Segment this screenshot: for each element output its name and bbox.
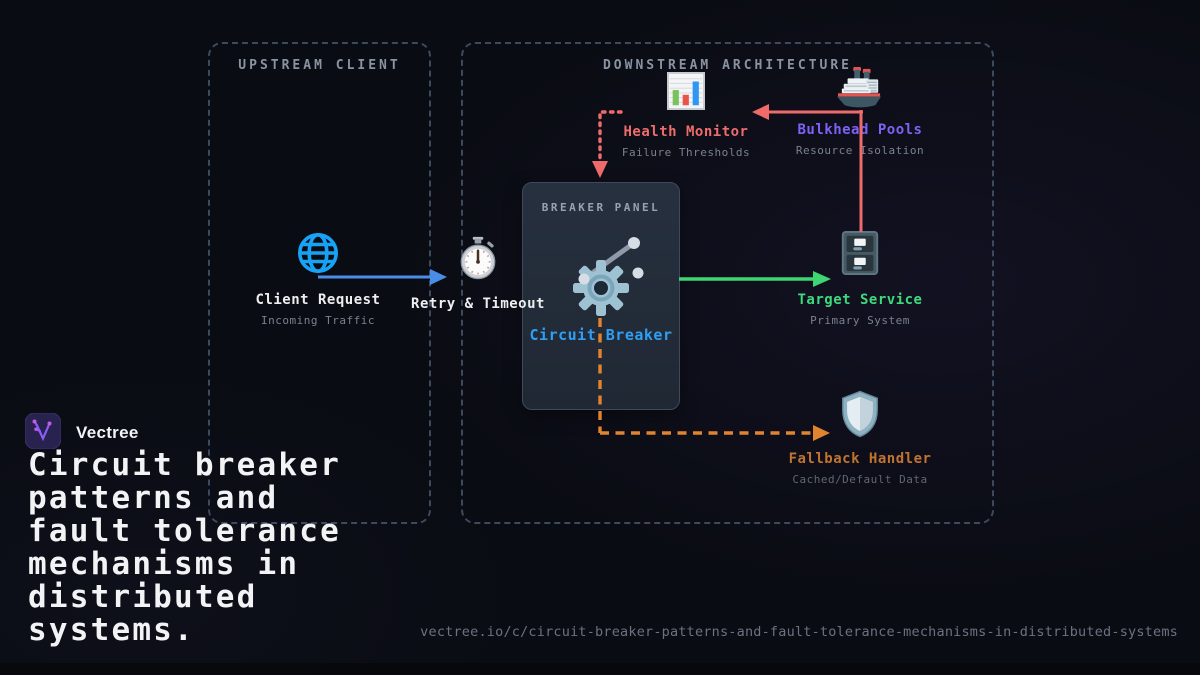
node-title-circuit-breaker: Circuit Breaker <box>529 326 673 344</box>
brand-name: Vectree <box>76 423 139 442</box>
bar-chart-icon <box>667 72 705 110</box>
node-title: Health Monitor <box>623 124 749 140</box>
node-subtitle: Cached/Default Data <box>792 473 928 486</box>
shield-icon <box>838 390 882 438</box>
node-title: Fallback Handler <box>788 451 932 467</box>
node-client-request: Client Request Incoming Traffic <box>218 230 418 327</box>
breaker-switch-icon <box>555 229 647 323</box>
node-subtitle: Failure Thresholds <box>621 146 751 159</box>
brand: Vectree <box>24 412 139 453</box>
node-target-service: Target Service Primary System <box>770 230 950 327</box>
node-subtitle: Resource Isolation <box>795 144 925 157</box>
node-bulkhead-pools: Bulkhead Pools Resource Isolation <box>770 66 950 157</box>
node-subtitle: Primary System <box>810 314 910 327</box>
file-cabinet-icon <box>838 230 882 276</box>
vectree-logo-icon <box>24 412 62 453</box>
node-title: Bulkhead Pools <box>797 122 923 138</box>
footer-url: vectree.io/c/circuit-breaker-patterns-an… <box>420 624 1178 640</box>
node-subtitle: Incoming Traffic <box>261 314 375 327</box>
node-retry-timeout: Retry & Timeout <box>398 236 558 312</box>
group-upstream-label: UPSTREAM CLIENT <box>238 58 401 73</box>
group-downstream-label: DOWNSTREAM ARCHITECTURE <box>602 58 852 73</box>
node-fallback-handler: Fallback Handler Cached/Default Data <box>760 390 960 486</box>
node-title: Target Service <box>797 292 923 308</box>
node-title: Client Request <box>255 292 381 308</box>
ship-icon <box>834 66 886 110</box>
node-health-monitor: Health Monitor Failure Thresholds <box>596 72 776 159</box>
breaker-panel-label: BREAKER PANEL <box>541 201 661 214</box>
node-title: Retry & Timeout <box>411 296 545 312</box>
group-downstream-architecture: DOWNSTREAM ARCHITECTURE <box>461 42 994 524</box>
page-title: Circuit breaker patterns and fault toler… <box>28 447 341 648</box>
globe-icon <box>295 230 341 276</box>
stopwatch-icon <box>457 236 499 282</box>
